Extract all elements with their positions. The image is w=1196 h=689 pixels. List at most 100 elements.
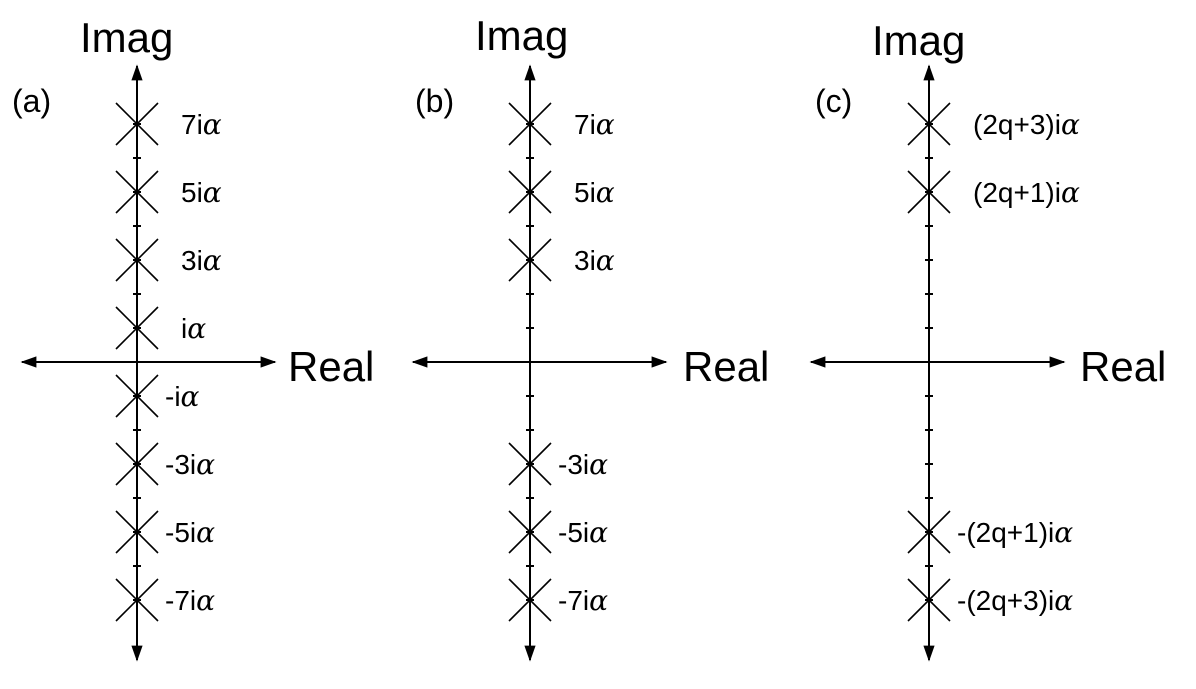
- pole-marker: [508, 170, 552, 214]
- alpha-symbol: α: [596, 176, 615, 209]
- pole-coefficient: 3i: [181, 245, 203, 276]
- pole-marker: [508, 238, 552, 282]
- real-axis-label: Real: [683, 343, 769, 390]
- real-axis-label: Real: [1080, 343, 1166, 390]
- pole-marker: [115, 102, 159, 146]
- pole-label: -5iα: [165, 516, 215, 549]
- panel-3: (c)ImagReal(2q+3)iα(2q+1)iα-(2q+1)iα-(2q…: [809, 17, 1166, 662]
- alpha-symbol: α: [196, 448, 215, 481]
- alpha-symbol: α: [1054, 516, 1073, 549]
- pole-cross-stroke: [115, 170, 159, 214]
- pole-cross-stroke: [115, 238, 159, 282]
- alpha-symbol: α: [187, 312, 206, 345]
- pole-coefficient: 5i: [181, 177, 203, 208]
- pole-cross-stroke: [115, 442, 159, 486]
- pole-marker: [907, 578, 951, 622]
- pole-coefficient: -(2q+1)i: [957, 517, 1054, 548]
- pole-label: 3iα: [181, 244, 222, 277]
- pole-marker: [115, 510, 159, 554]
- pole-marker: [115, 442, 159, 486]
- pole-cross-stroke: [508, 578, 552, 622]
- pole-label: -3iα: [558, 448, 608, 481]
- pole-label: (2q+3)iα: [973, 108, 1080, 141]
- pole-marker: [907, 170, 951, 214]
- alpha-symbol: α: [589, 516, 608, 549]
- pole-cross-stroke: [115, 578, 159, 622]
- pole-coefficient: -7i: [558, 585, 589, 616]
- alpha-symbol: α: [1061, 176, 1080, 209]
- pole-cross-stroke: [115, 374, 159, 418]
- pole-cross-stroke: [907, 578, 951, 622]
- alpha-symbol: α: [589, 584, 608, 617]
- alpha-symbol: α: [589, 448, 608, 481]
- pole-label: (2q+1)iα: [973, 176, 1080, 209]
- pole-label: -7iα: [165, 584, 215, 617]
- panels-root: (a)ImagReal7iα5iα3iαiα-iα-3iα-5iα-7iα(b)…: [12, 12, 1166, 662]
- pole-label: -3iα: [165, 448, 215, 481]
- pole-cross-stroke: [115, 102, 159, 146]
- pole-marker: [907, 510, 951, 554]
- pole-coefficient: 3i: [574, 245, 596, 276]
- pole-cross-stroke: [508, 102, 552, 146]
- alpha-symbol: α: [181, 380, 200, 413]
- pole-cross-stroke: [115, 306, 159, 350]
- pole-label: 7iα: [574, 108, 615, 141]
- pole-cross-stroke: [508, 238, 552, 282]
- pole-marker: [508, 102, 552, 146]
- pole-label: -(2q+3)iα: [957, 584, 1073, 617]
- pole-coefficient: -5i: [165, 517, 196, 548]
- pole-label: -iα: [165, 380, 200, 413]
- pole-cross-stroke: [907, 170, 951, 214]
- pole-marker: [115, 306, 159, 350]
- pole-marker: [115, 170, 159, 214]
- pole-coefficient: -(2q+3)i: [957, 585, 1054, 616]
- pole-cross-stroke: [907, 510, 951, 554]
- panel-label: (b): [415, 83, 454, 119]
- pole-cross-stroke: [508, 170, 552, 214]
- pole-label: -(2q+1)iα: [957, 516, 1073, 549]
- pole-coefficient: (2q+1)i: [973, 177, 1061, 208]
- pole-coefficient: 5i: [574, 177, 596, 208]
- pole-coefficient: -3i: [165, 449, 196, 480]
- pole-coefficient: -i: [165, 381, 181, 412]
- pole-coefficient: -7i: [165, 585, 196, 616]
- pole-label: 3iα: [574, 244, 615, 277]
- pole-coefficient: 7i: [574, 109, 596, 140]
- pole-marker: [115, 374, 159, 418]
- pole-marker: [508, 442, 552, 486]
- real-axis-label: Real: [288, 343, 374, 390]
- alpha-symbol: α: [596, 108, 615, 141]
- pole-marker: [907, 102, 951, 146]
- pole-coefficient: (2q+3)i: [973, 109, 1061, 140]
- pole-coefficient: 7i: [181, 109, 203, 140]
- alpha-symbol: α: [596, 244, 615, 277]
- alpha-symbol: α: [1061, 108, 1080, 141]
- pole-cross-stroke: [508, 510, 552, 554]
- panel-label: (a): [12, 83, 51, 119]
- pole-coefficient: -5i: [558, 517, 589, 548]
- pole-cross-stroke: [907, 102, 951, 146]
- pole-coefficient: -3i: [558, 449, 589, 480]
- pole-marker: [115, 578, 159, 622]
- pole-cross-stroke: [508, 442, 552, 486]
- pole-label: 7iα: [181, 108, 222, 141]
- alpha-symbol: α: [203, 244, 222, 277]
- alpha-symbol: α: [196, 584, 215, 617]
- alpha-symbol: α: [1054, 584, 1073, 617]
- pole-cross-stroke: [115, 510, 159, 554]
- imag-axis-label: Imag: [872, 17, 965, 64]
- pole-label: -5iα: [558, 516, 608, 549]
- pole-coefficient: i: [181, 313, 187, 344]
- alpha-symbol: α: [196, 516, 215, 549]
- pole-label: iα: [181, 312, 206, 345]
- imag-axis-label: Imag: [475, 12, 568, 59]
- alpha-symbol: α: [203, 176, 222, 209]
- alpha-symbol: α: [203, 108, 222, 141]
- pole-marker: [508, 510, 552, 554]
- pole-marker: [115, 238, 159, 282]
- panel-label: (c): [815, 83, 852, 119]
